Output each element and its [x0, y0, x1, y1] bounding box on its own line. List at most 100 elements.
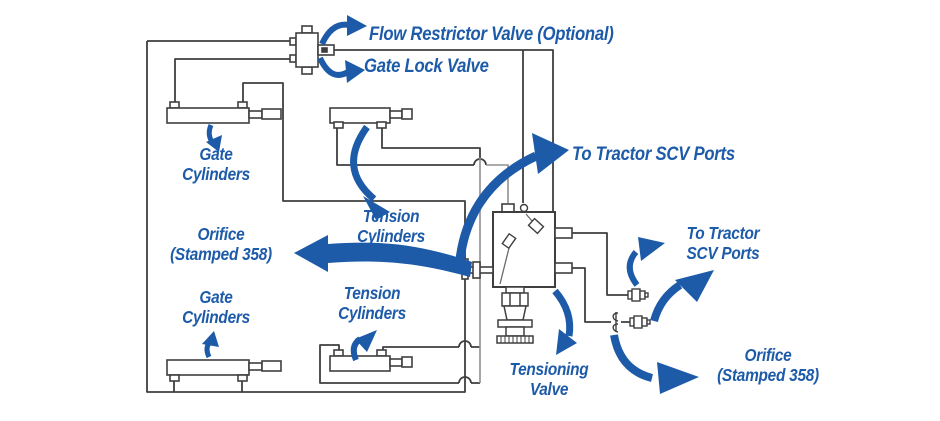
label-gate-lock-valve: Gate Lock Valve [364, 56, 489, 77]
label-text: Flow Restrictor Valve (Optional) [369, 24, 614, 45]
tension-cylinder-bottom [329, 349, 413, 372]
label-line: Cylinders [338, 302, 406, 323]
knurl-teeth [500, 336, 530, 343]
label-to-tractor-scv-ports-top: To Tractor SCV Ports [572, 144, 735, 165]
fitting-collar [641, 317, 648, 327]
hose-clamp [612, 312, 619, 333]
cylinder-rod [248, 362, 263, 371]
label-line: Orifice [197, 224, 245, 244]
tension-cylinder-top [329, 107, 413, 129]
fitting-collar [639, 290, 646, 300]
fitting-nut [633, 315, 643, 329]
stem-flange [497, 319, 533, 328]
tensioning-valve-stem [496, 286, 534, 344]
valve-left-port-lower [289, 54, 297, 63]
label-text: To Tractor SCV Ports [572, 144, 735, 165]
label-line: SCV Ports [686, 242, 760, 263]
label-orifice-left: Orifice (Stamped 358) [149, 224, 293, 264]
gate-lock-valve [289, 25, 335, 75]
label-line: Orifice [744, 345, 792, 365]
arrow-scv-ports-right-big-icon [650, 270, 714, 323]
scv-upper-hose-line [572, 232, 628, 296]
label-to-tractor-scv-ports-right: To Tractor SCV Ports [668, 223, 777, 263]
label-tension-cylinders-bottom: Tension Cylinders [317, 283, 426, 323]
arrow-tensioning-valve-icon [552, 288, 577, 355]
port [237, 101, 248, 109]
gate-valve-lower-line [174, 58, 290, 103]
gate-cylinder-bottom [166, 359, 282, 382]
knurled-wheel [496, 335, 534, 344]
cylinder-rod-tip [401, 108, 413, 120]
port [333, 121, 344, 129]
stem-hex-nut [501, 292, 529, 307]
label-line: Cylinders [182, 306, 250, 327]
label-orifice-right: Orifice (Stamped 358) [696, 345, 840, 385]
arrow-gate-lock-icon [317, 56, 365, 83]
label-tension-cylinders-top: Tension Cylinders [336, 206, 445, 246]
cylinder-body [329, 355, 391, 372]
arrow-orifice-left-icon [294, 235, 472, 277]
label-gate-cylinders-bottom: Gate Cylinders [161, 287, 270, 327]
internal-fitting [527, 217, 545, 235]
label-flow-restrictor-valve: Flow Restrictor Valve (Optional) [369, 24, 614, 45]
port [237, 374, 248, 382]
stem-neck [505, 286, 525, 294]
valve-body [295, 32, 319, 68]
label-line: Gate [199, 144, 233, 164]
arrow-orifice-right-icon [610, 334, 699, 394]
label-line: Valve [529, 378, 569, 399]
cylinder-body [166, 107, 250, 124]
arrow-gate-cylinders-top-icon [206, 123, 222, 152]
cylinder-rod [248, 110, 263, 119]
cylinder-rod-tip [401, 356, 413, 368]
cylinder-rod-tip [261, 360, 282, 372]
port [169, 374, 180, 382]
fitting-nut [631, 288, 641, 302]
outer-loop-line [146, 40, 466, 393]
arrow-tension-cylinders-top-icon [350, 124, 390, 220]
arrow-flow-restrictor-icon [319, 15, 367, 46]
valve-bottom-tab [301, 66, 313, 75]
fitting-tip [646, 319, 651, 325]
orifice-plate [472, 261, 481, 279]
label-gate-cylinders-top: Gate Cylinders [161, 144, 270, 184]
port [376, 121, 387, 129]
port [376, 349, 387, 357]
arrow-gate-cylinders-bottom-icon [202, 331, 219, 359]
label-line: To Tractor [686, 223, 760, 243]
cylinder-rod-tip [261, 108, 282, 120]
stem-shaft [505, 326, 525, 337]
cylinder-rod [389, 110, 403, 119]
hose-fitting-lower [629, 315, 651, 329]
internal-hose-line [499, 213, 533, 285]
port [169, 101, 180, 109]
top-hose-connector [519, 203, 529, 213]
port [333, 349, 344, 357]
hose-fitting-upper [627, 288, 649, 302]
stem-hex-lines [509, 293, 521, 306]
cylinder-body [329, 107, 391, 124]
tension-bottom-right-line [382, 340, 480, 350]
label-tensioning-valve: Tensioning Valve [494, 359, 603, 399]
tension-top-right-line [381, 128, 481, 160]
label-line: Tensioning [509, 359, 589, 379]
fitting-tip [644, 292, 649, 298]
valve-top-tab [301, 25, 313, 34]
stem-taper [503, 305, 527, 321]
internal-fitting [501, 232, 517, 250]
clamp-shape [612, 312, 619, 333]
tension-bottom-left-line [319, 344, 480, 384]
valve-stem-dot [321, 47, 328, 53]
label-line: Tension [343, 283, 401, 303]
label-line: (Stamped 358) [717, 364, 819, 385]
valve-right-port-upper [554, 227, 573, 239]
bottom-gate-stub-lines [173, 381, 243, 392]
cylinder-rod [389, 358, 403, 367]
label-line: (Stamped 358) [170, 243, 272, 264]
arrow-scv-ports-top-icon [454, 133, 569, 271]
label-text: Gate Lock Valve [364, 56, 489, 77]
valve-top-port [501, 203, 515, 213]
control-valve-block [492, 203, 573, 288]
